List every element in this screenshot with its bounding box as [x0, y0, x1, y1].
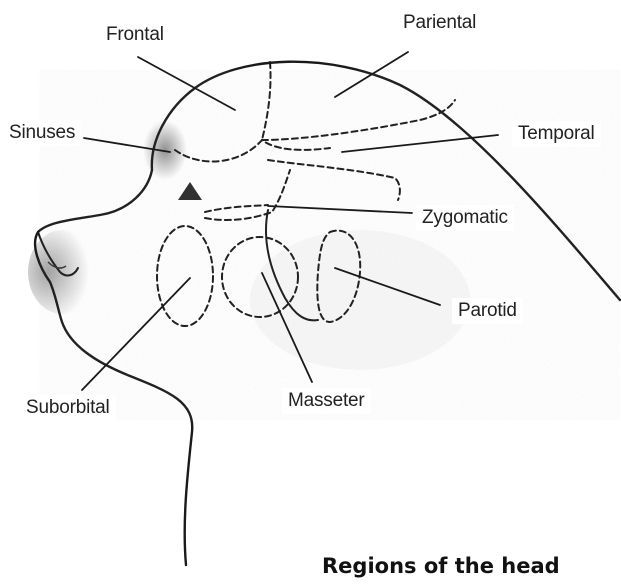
label-suborbital: Suborbital: [20, 395, 116, 421]
label-frontal: Frontal: [100, 22, 170, 48]
label-zygomatic: Zygomatic: [416, 205, 514, 231]
label-temporal: Temporal: [512, 121, 601, 147]
label-pariental: Pariental: [397, 10, 482, 36]
diagram-caption: Regions of the head: [322, 554, 560, 578]
label-sinuses: Sinuses: [3, 120, 81, 146]
label-parotid: Parotid: [452, 298, 523, 324]
frontal-leader: [138, 57, 235, 110]
label-masseter: Masseter: [282, 388, 371, 414]
